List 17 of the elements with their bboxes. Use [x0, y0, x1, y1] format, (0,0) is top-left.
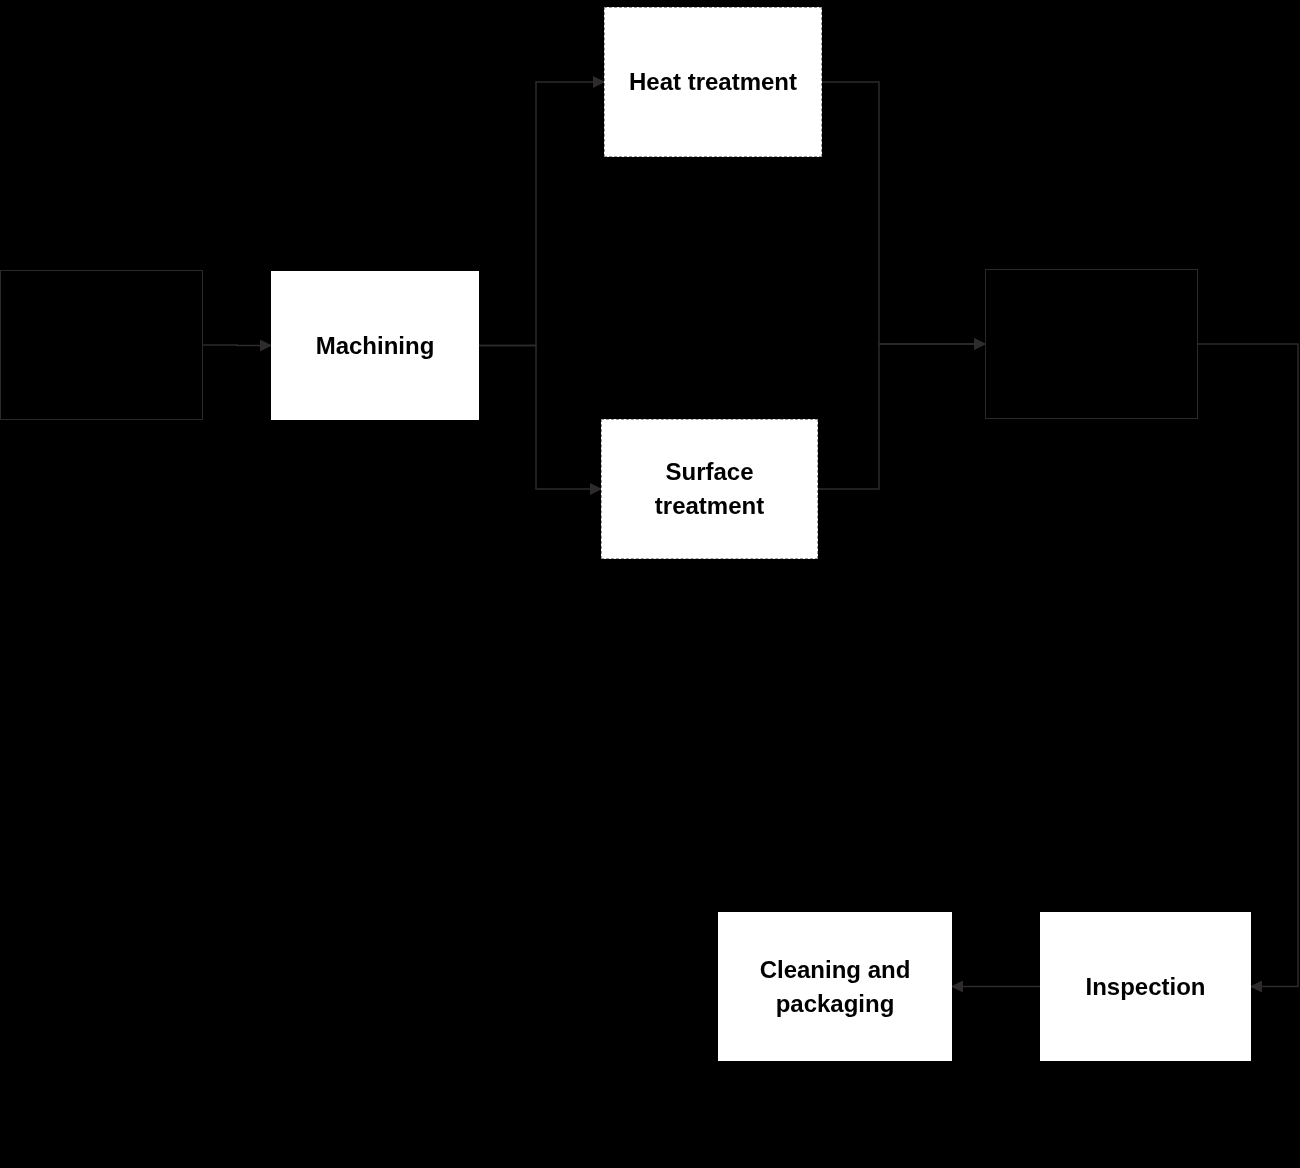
process-box — [718, 912, 952, 1061]
empty-box — [985, 269, 1198, 419]
process-label: Surface treatment — [653, 457, 766, 521]
arrow — [478, 344, 602, 495]
arrow — [817, 338, 986, 490]
empty-box — [0, 270, 203, 420]
process-label: Machining — [315, 330, 435, 361]
process-label: Heat treatment — [628, 67, 797, 97]
arrow — [951, 980, 1041, 993]
process-box — [1040, 912, 1251, 1061]
process-label: Cleaning and packaging — [758, 954, 912, 1019]
process-box — [271, 271, 479, 420]
arrow — [202, 339, 272, 352]
process-label: Inspection — [1085, 971, 1206, 1002]
arrow — [1197, 343, 1299, 993]
process-box — [601, 419, 818, 559]
process-box — [604, 7, 822, 157]
